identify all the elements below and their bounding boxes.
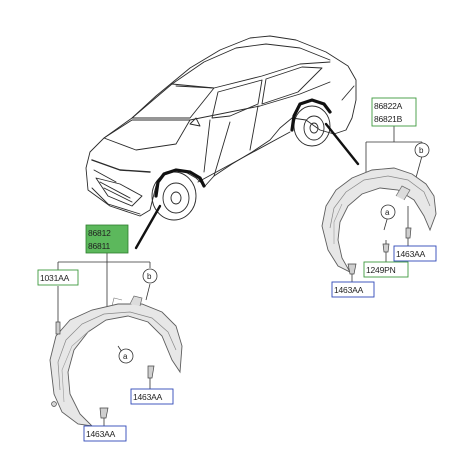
front-fastener-text-2: 1463AA [133, 392, 163, 402]
rear-callout-a: a [380, 204, 396, 220]
front-part-number-2: 86811 [88, 241, 110, 251]
rear-callout-b: b [414, 142, 430, 158]
front-fastener-text-1: 1031AA [40, 273, 70, 283]
rear-fastener-text-3: 1463AA [334, 285, 364, 295]
front-fastener-label-2: 1463AA [130, 388, 174, 405]
svg-text:b: b [147, 272, 152, 281]
rear-fastener-text-2: 1249PN [366, 265, 396, 275]
front-fastener-text-3: 1463AA [86, 429, 116, 439]
rear-fender-liner [321, 167, 437, 274]
highlighted-wheel-guards [134, 98, 360, 250]
front-fastener-clips [51, 321, 155, 419]
front-fastener-label-1: 1031AA [37, 269, 79, 286]
front-fastener-label-3: 1463AA [83, 425, 127, 442]
rear-fastener-label-2: 1249PN [363, 261, 409, 278]
front-callout-b: b [142, 268, 158, 284]
rear-part-number-2: 86821B [374, 114, 403, 124]
rear-part-number-1: 86822A [374, 101, 403, 111]
car-illustration [85, 35, 357, 221]
rear-fastener-label-3: 1463AA [331, 281, 375, 298]
rear-fastener-clips [347, 227, 412, 275]
front-fender-liner [49, 295, 183, 427]
svg-text:a: a [385, 208, 390, 217]
svg-text:b: b [419, 146, 424, 155]
front-part-number-1: 86812 [88, 228, 111, 238]
front-callout-a: a [118, 348, 134, 364]
rear-fastener-label-1: 1463AA [393, 245, 437, 262]
svg-text:a: a [123, 352, 128, 361]
rear-fastener-text-1: 1463AA [396, 249, 426, 259]
front-part-number-box: 86812 86811 [85, 224, 129, 254]
rear-part-number-box: 86822A 86821B [371, 97, 417, 127]
